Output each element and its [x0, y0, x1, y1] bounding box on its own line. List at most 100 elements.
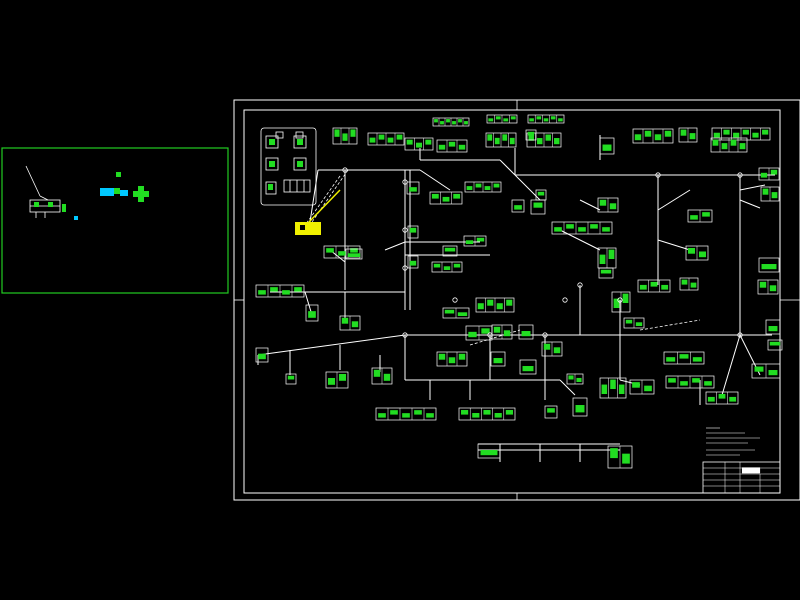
equipment-cell: [438, 144, 446, 150]
equipment-block[interactable]: [758, 257, 780, 273]
equipment-block[interactable]: [436, 139, 468, 153]
equipment-block[interactable]: [458, 407, 516, 421]
equipment-block[interactable]: [475, 297, 515, 313]
equipment-block[interactable]: [525, 129, 537, 141]
equipment-block[interactable]: [526, 132, 562, 148]
equipment-block[interactable]: [623, 317, 645, 329]
equipment-cell: [510, 116, 516, 120]
equipment-cell: [464, 121, 468, 125]
equipment-cell: [528, 134, 534, 141]
equipment-cell: [599, 254, 606, 264]
equipment-cell: [465, 240, 474, 244]
equipment-block[interactable]: [527, 114, 565, 124]
equipment-block[interactable]: [371, 367, 393, 385]
equipment-block[interactable]: [477, 443, 501, 459]
equipment-cell: [481, 328, 490, 334]
equipment-block[interactable]: [566, 373, 584, 385]
equipment-block[interactable]: [519, 359, 537, 375]
equipment-block[interactable]: [598, 267, 614, 279]
equipment-block[interactable]: [632, 128, 674, 144]
equipment-cell: [494, 413, 502, 418]
equipment-block-outline: [525, 129, 537, 141]
equipment-block[interactable]: [490, 351, 506, 367]
equipment-block[interactable]: [685, 245, 709, 261]
equipment-block[interactable]: [758, 167, 780, 181]
equipment-block[interactable]: [710, 137, 748, 153]
equipment-block[interactable]: [332, 127, 358, 145]
equipment-block[interactable]: [679, 277, 699, 291]
equipment-block-outline: [663, 351, 705, 365]
equipment-block-outline: [323, 245, 361, 259]
main-sheet[interactable]: ██████: [233, 99, 800, 501]
equipment-cell: [431, 193, 439, 199]
equipment-block[interactable]: [285, 373, 297, 385]
equipment-block[interactable]: [442, 245, 458, 257]
equipment-block[interactable]: [436, 351, 468, 367]
equipment-block[interactable]: [339, 315, 361, 331]
equipment-block[interactable]: [463, 235, 487, 247]
equipment-block[interactable]: [765, 319, 781, 335]
equipment-block[interactable]: [687, 209, 713, 223]
equipment-block[interactable]: [663, 351, 705, 365]
equipment-block[interactable]: [511, 199, 525, 213]
equipment-cell: [406, 139, 413, 145]
equipment-block[interactable]: [599, 377, 627, 399]
equipment-cell: [476, 237, 485, 242]
equipment-cell: [373, 369, 381, 377]
equipment-block[interactable]: [486, 114, 518, 124]
equipment-block[interactable]: [760, 186, 780, 202]
equipment-cell: [493, 326, 501, 333]
equipment-block[interactable]: [323, 245, 361, 259]
equipment-block[interactable]: [599, 137, 615, 155]
equipment-block[interactable]: [407, 255, 419, 269]
equipment-block[interactable]: [572, 397, 588, 417]
equipment-block[interactable]: [757, 279, 779, 295]
pipe-node: [402, 332, 408, 338]
equipment-cell: [644, 385, 652, 392]
equipment-block[interactable]: [255, 284, 305, 298]
equipment-block[interactable]: [407, 225, 419, 239]
equipment-block[interactable]: [464, 181, 502, 193]
equipment-block[interactable]: [518, 324, 534, 340]
equipment-block[interactable]: [442, 307, 470, 319]
equipment-cell: [378, 413, 386, 418]
equipment-block[interactable]: [607, 445, 633, 469]
equipment-block[interactable]: [432, 117, 470, 127]
equipment-block[interactable]: [767, 339, 783, 351]
equipment-cell: [590, 224, 598, 229]
equipment-block[interactable]: [544, 405, 558, 419]
equipment-block[interactable]: [345, 248, 363, 260]
equipment-cell: [338, 373, 347, 381]
equipment-block-outline: [406, 181, 420, 195]
equipment-cell: [739, 143, 746, 150]
preview-viewport[interactable]: [1, 147, 229, 294]
equipment-block[interactable]: [637, 279, 671, 293]
equipment-block[interactable]: [678, 127, 698, 143]
equipment-block[interactable]: [485, 132, 517, 148]
equipment-block[interactable]: [375, 407, 437, 421]
preview-linework: [25, 165, 61, 218]
equipment-block[interactable]: [429, 191, 463, 205]
equipment-block[interactable]: [535, 189, 547, 201]
equipment-block[interactable]: [367, 132, 405, 146]
equipment-block[interactable]: [305, 304, 319, 322]
equipment-block[interactable]: [751, 363, 781, 379]
equipment-block[interactable]: [431, 261, 463, 273]
equipment-block[interactable]: [551, 221, 613, 235]
equipment-block[interactable]: [404, 137, 434, 151]
equipment-cell: [453, 193, 461, 199]
equipment-block[interactable]: [325, 371, 349, 389]
equipment-block[interactable]: [711, 127, 771, 141]
equipment-cell: [487, 134, 493, 141]
equipment-block[interactable]: [406, 181, 420, 195]
selected-block[interactable]: [295, 189, 341, 235]
equipment-block[interactable]: [541, 341, 563, 357]
equipment-block[interactable]: [597, 197, 619, 213]
equipment-block[interactable]: [705, 391, 739, 405]
equipment-cell: [754, 366, 764, 372]
equipment-block[interactable]: [255, 347, 269, 363]
equipment-block[interactable]: [665, 375, 715, 389]
equipment-block[interactable]: [491, 324, 513, 340]
equipment-block[interactable]: [629, 379, 655, 395]
